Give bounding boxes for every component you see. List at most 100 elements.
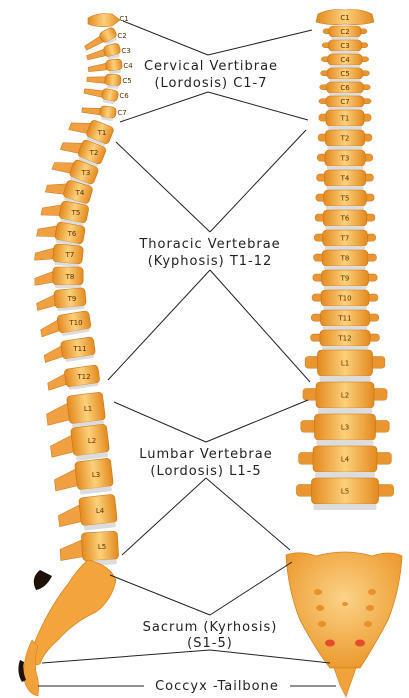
- side-label-C2: C2: [117, 32, 126, 40]
- side-label-L1: L1: [84, 405, 92, 413]
- side-vertebra-T9: [36, 288, 87, 313]
- side-vertebra-C5: [86, 73, 121, 89]
- side-vertebra-C7: [81, 103, 116, 121]
- front-disc: [326, 206, 364, 210]
- front-vertebra-T1: T1: [319, 110, 371, 126]
- front-label-C3: C3: [340, 42, 349, 50]
- side-label-C7: C7: [117, 109, 126, 117]
- front-label-L1: L1: [341, 360, 349, 368]
- front-vertebra-T2: T2: [318, 130, 372, 146]
- front-disc: [330, 65, 360, 68]
- front-label-T5: T5: [340, 195, 350, 203]
- cervical-label-1: Cervical Vertibrae: [144, 59, 278, 74]
- side-label-C4: C4: [123, 62, 133, 70]
- front-disc: [318, 408, 372, 414]
- cervical-label-2: (Lordosis) C1-7: [154, 76, 267, 91]
- front-disc: [324, 266, 366, 270]
- coccyx-label: Coccyx -Tailbone: [155, 679, 279, 694]
- front-vertebra-T10: T10: [312, 290, 378, 306]
- group-labels: Cervical Vertibrae (Lordosis) C1-7 Thora…: [138, 59, 280, 694]
- front-label-L3: L3: [341, 424, 349, 432]
- side-c1: [88, 14, 120, 27]
- front-vertebra-L3: L3: [301, 414, 389, 440]
- side-label-C6: C6: [119, 92, 129, 100]
- front-vertebra-C3: C3: [322, 40, 368, 51]
- front-vertebra-T3: T3: [317, 150, 372, 166]
- side-vertebra-C4: [88, 58, 124, 76]
- front-disc: [330, 51, 359, 54]
- front-vertebra-L2: L2: [303, 382, 387, 408]
- front-label-T9: T9: [340, 275, 350, 283]
- side-coccyx: [24, 640, 39, 696]
- front-label-T10: T10: [337, 295, 351, 303]
- front-disc: [331, 37, 359, 40]
- side-label-C3: C3: [121, 47, 130, 55]
- side-label-T11: T11: [72, 345, 86, 353]
- side-vertebra-T12: [46, 365, 100, 393]
- side-vertebra-T10: [39, 310, 92, 339]
- front-vertebra-C4: C4: [321, 54, 368, 65]
- front-disc: [329, 79, 361, 82]
- side-label-T5: T5: [71, 209, 81, 217]
- side-vertebra-L3: [53, 458, 114, 498]
- sacrum-label-2: (S1-5): [187, 636, 233, 651]
- front-label-T3: T3: [340, 155, 350, 163]
- front-disc: [328, 126, 362, 130]
- front-disc: [323, 326, 368, 330]
- front-disc: [317, 440, 374, 446]
- side-label-T8: T8: [65, 273, 75, 281]
- side-label-T4: T4: [75, 189, 85, 197]
- front-label-L4: L4: [341, 456, 350, 464]
- side-label-T6: T6: [67, 230, 77, 238]
- side-label-T7: T7: [65, 251, 75, 259]
- front-vertebra-C6: C6: [320, 82, 371, 93]
- side-label-L4: L4: [96, 507, 105, 515]
- front-label-C4: C4: [340, 56, 350, 64]
- front-sacrum: [286, 552, 402, 668]
- front-disc: [315, 472, 375, 478]
- front-vertebra-C5: C5: [321, 68, 370, 79]
- front-disc: [325, 246, 366, 250]
- side-vertebra-L4: [57, 494, 118, 533]
- side-label-T10: T10: [68, 319, 82, 327]
- side-label-T2: T2: [89, 149, 99, 157]
- front-vertebra-T11: T11: [311, 310, 378, 326]
- thoracic-label-1: Thoracic Vertebrae: [138, 237, 280, 252]
- front-vertebra-T4: T4: [317, 170, 374, 186]
- front-coccyx: [334, 668, 356, 697]
- lumbar-label-1: Lumbar Vertebrae: [139, 447, 273, 462]
- side-label-C5: C5: [122, 77, 131, 85]
- front-vertebra-L4: L4: [299, 446, 392, 472]
- front-label-L5: L5: [341, 488, 349, 496]
- side-vertebra-T11: [43, 337, 97, 366]
- front-vertebra-L1: L1: [305, 350, 385, 376]
- front-label-C7: C7: [340, 98, 349, 106]
- front-vertebra-T5: T5: [316, 190, 374, 206]
- front-vertebra-T7: T7: [314, 230, 375, 246]
- front-disc: [314, 504, 377, 510]
- front-label-T8: T8: [340, 255, 350, 263]
- front-vertebra-T12: T12: [311, 330, 380, 346]
- front-vertebra-T6: T6: [315, 210, 375, 226]
- side-vertebra-T8: [35, 267, 83, 288]
- side-spine: C1C2C3C4C5C6C7T1T2T3T4T5T6T7T8T9T10T11T1…: [18, 14, 133, 697]
- front-disc: [327, 166, 363, 170]
- thoracic-label-2: (Kyphosis) T1-12: [148, 254, 273, 269]
- front-vertebra-C2: C2: [323, 26, 367, 37]
- front-disc: [324, 286, 367, 290]
- side-vertebra-L2: [49, 424, 111, 464]
- side-label-L3: L3: [92, 471, 100, 479]
- front-disc: [329, 93, 362, 96]
- front-disc: [323, 306, 367, 310]
- front-label-T4: T4: [340, 175, 350, 183]
- front-label-L2: L2: [341, 392, 349, 400]
- side-label-T12: T12: [76, 373, 90, 381]
- front-label-T1: T1: [340, 115, 350, 123]
- front-label-T12: T12: [337, 335, 351, 343]
- side-label-T3: T3: [81, 169, 91, 177]
- front-vertebra-L5: L5: [296, 478, 393, 504]
- front-disc: [328, 107, 362, 110]
- front-label-C1: C1: [340, 14, 349, 22]
- front-disc: [325, 226, 365, 230]
